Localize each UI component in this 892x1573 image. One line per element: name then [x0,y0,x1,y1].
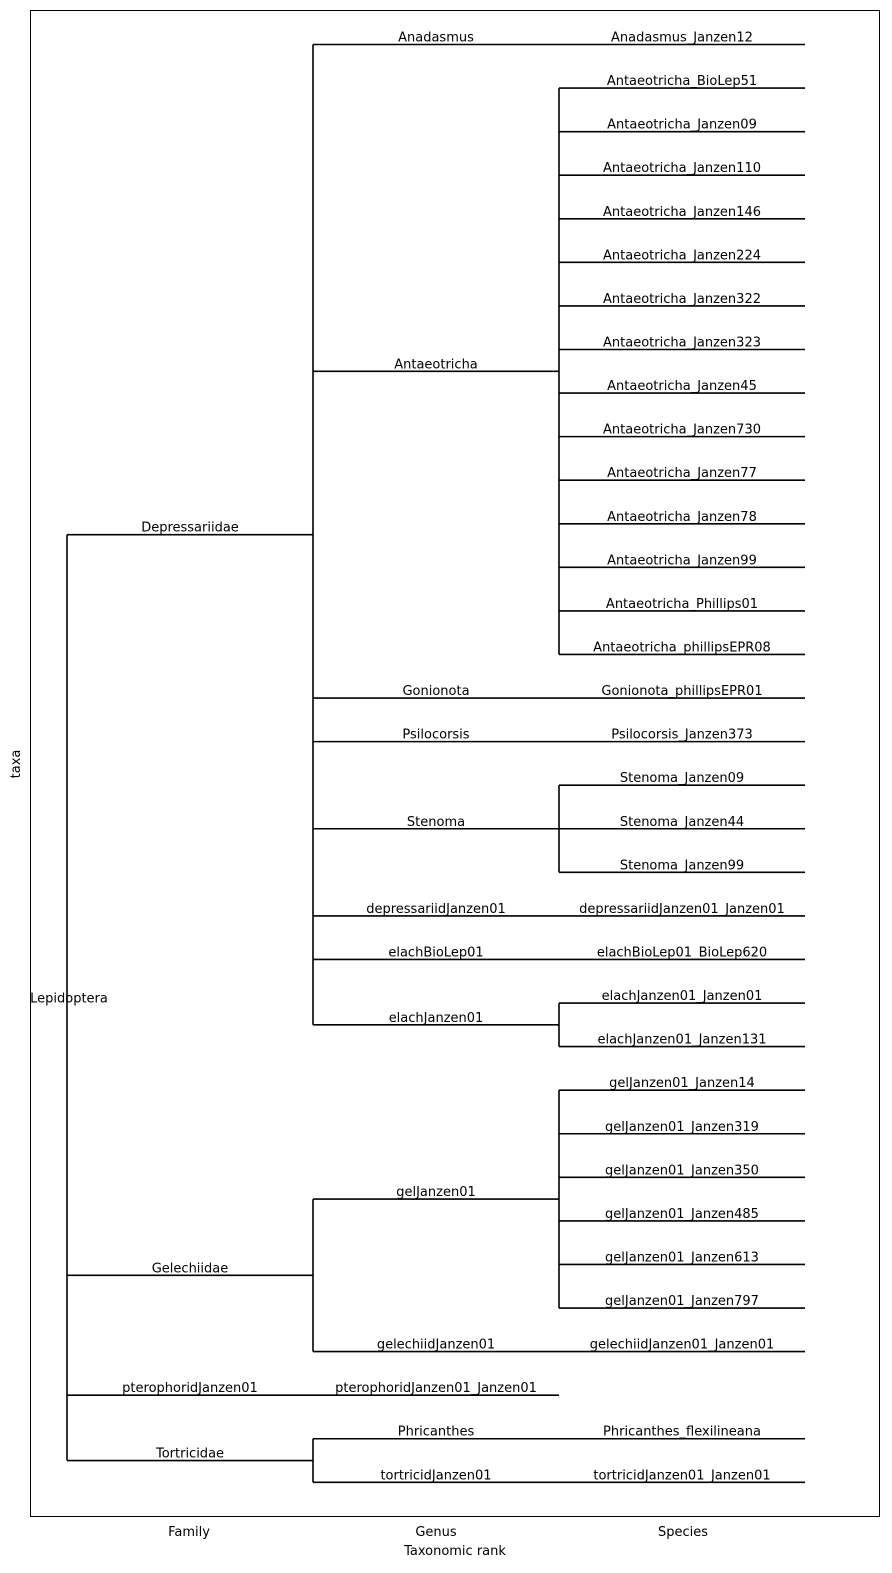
plot-frame [30,10,880,1517]
species-label: Gonionota_phillipsEPR01 [601,684,762,699]
genus-label: Stenoma [407,815,465,830]
species-label: Antaeotricha_phillipsEPR08 [593,640,771,655]
species-label: Antaeotricha_Janzen09 [607,118,757,133]
family-label: Depressariidae [141,521,239,536]
genus-label: gelJanzen01 [396,1185,476,1200]
species-label: Antaeotricha_BioLep51 [607,74,757,89]
species-label: depressariidJanzen01_Janzen01 [579,902,785,917]
species-label: Antaeotricha_Janzen77 [607,466,757,481]
species-label: Antaeotricha_Janzen45 [607,379,757,394]
genus-label: Antaeotricha [394,357,478,372]
species-label: Antaeotricha_Janzen99 [607,553,757,568]
species-label: elachJanzen01_Janzen01 [602,989,763,1004]
species-label: gelJanzen01_Janzen485 [605,1207,759,1222]
species-label: Antaeotricha_Janzen323 [603,335,761,350]
species-label: gelechiidJanzen01_Janzen01 [590,1338,775,1353]
genus-label: depressariidJanzen01 [366,902,506,917]
genus-label: elachJanzen01 [389,1011,484,1026]
genus-label: Phricanthes [398,1425,475,1440]
family-label: Gelechiidae [152,1261,229,1276]
species-label: gelJanzen01_Janzen613 [605,1250,759,1265]
genus-label: gelechiidJanzen01 [377,1338,495,1353]
species-label: Psilocorsis_Janzen373 [611,728,753,743]
rank-label-genus: Genus [415,1525,457,1540]
species-label: Stenoma_Janzen09 [620,771,744,786]
species-label: gelJanzen01_Janzen350 [605,1163,759,1178]
y-axis-label: taxa [9,750,24,779]
species-label: gelJanzen01_Janzen797 [605,1294,759,1309]
family-label: pterophoridJanzen01 [122,1381,258,1396]
genus-label: tortricidJanzen01 [380,1468,491,1483]
species-label: Antaeotricha_Janzen146 [603,205,761,220]
species-label: elachBioLep01_BioLep620 [597,945,767,960]
species-label: Antaeotricha_Janzen730 [603,423,761,438]
x-axis-label: Taxonomic rank [403,1544,506,1559]
species-label: Antaeotricha_Janzen322 [603,292,761,307]
species-label: elachJanzen01_Janzen131 [597,1033,766,1048]
species-label: Antaeotricha_Phillips01 [606,597,758,612]
species-label: gelJanzen01_Janzen14 [609,1076,755,1091]
species-label: Anadasmus_Janzen12 [611,31,753,46]
species-label: tortricidJanzen01_Janzen01 [593,1468,770,1483]
species-label: Phricanthes_flexilineana [603,1425,761,1440]
genus-label: Anadasmus [398,31,474,46]
tree-labels: Anadasmus_Janzen12 AnadasmusAntaeotricha_… [30,31,785,1484]
species-label: Antaeotricha_Janzen110 [603,161,761,176]
genus-label: elachBioLep01 [388,945,483,960]
species-label: pterophoridJanzen01_Janzen01 [335,1381,537,1396]
root-label: Lepidoptera [30,992,108,1007]
family-label: Tortricidae [155,1447,224,1462]
species-label: gelJanzen01_Janzen319 [605,1120,759,1135]
species-label: Stenoma_Janzen44 [620,815,744,830]
species-label: Stenoma_Janzen99 [620,858,744,873]
genus-label: Psilocorsis [402,728,469,743]
genus-label: Gonionota [402,684,469,699]
species-label: Antaeotricha_Janzen224 [603,248,761,263]
tree-branches [66,43,805,1484]
species-label: Antaeotricha_Janzen78 [607,510,757,525]
rank-label-family: Family [168,1525,210,1540]
rank-label-species: Species [658,1525,708,1540]
